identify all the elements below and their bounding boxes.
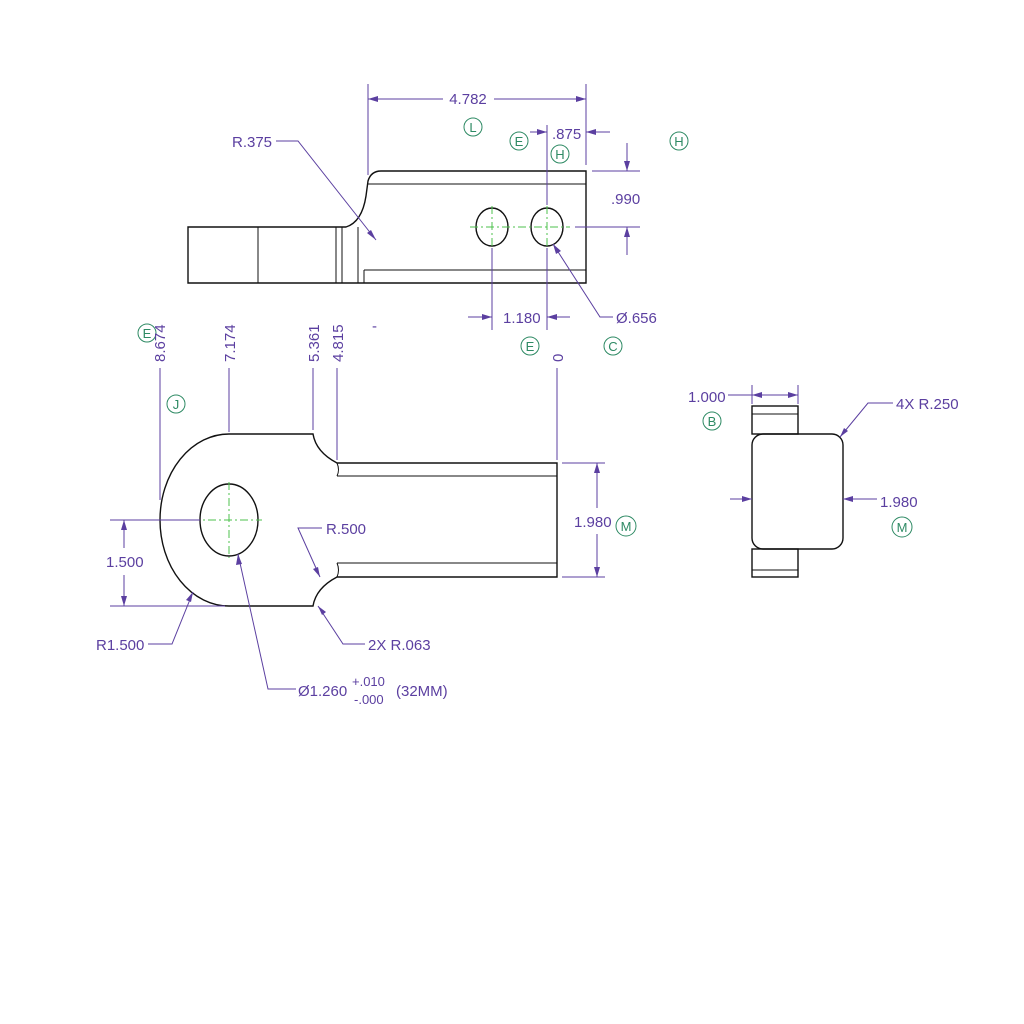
dim-arrow [236,554,242,565]
dim-width: 1.980 [574,514,612,531]
svg-text:B: B [708,414,717,429]
datum-bubble-h: H [550,144,570,164]
dim-arrow [788,392,798,398]
top-view-outline [187,170,587,284]
dim-arrow [121,596,127,606]
ordinate-dim-8674: 8.674 [152,324,169,362]
svg-text:M: M [897,520,908,535]
dim-arrow [368,96,378,102]
dim-arrow [367,230,376,240]
leader-r375 [276,140,377,241]
dim-arrow [752,392,762,398]
leader-r063 [317,605,365,645]
datum-bubble-e: E [520,336,540,356]
datum-bubble-b: B [702,411,722,431]
svg-text:J: J [173,397,180,412]
dim-arrow [843,496,853,502]
datum-bubble-j: J [166,394,186,414]
top-view: 4.782 R.375 .875 .990 1.180 Ø.656 [187,84,657,330]
dim-hole-diameter: Ø.656 [616,310,657,327]
dim-tab-width: 1.000 [688,389,726,406]
svg-text:M: M [621,519,632,534]
dim-corner-radius: 4X R.250 [896,396,959,413]
dim-arrow [121,520,127,530]
svg-text:E: E [143,326,152,341]
ordinate-dim-0: 0 [550,354,567,362]
stray-mark: - [372,318,377,335]
datum-bubble-e: E [509,131,529,151]
datum-bubble-h: H [669,131,689,151]
front-view-slot-fillet-top [336,462,339,477]
dim-arrow [482,314,492,320]
dim-hole-offset: 1.500 [106,554,144,571]
dim-arrow [537,129,547,135]
datum-bubble-e: E [137,323,157,343]
side-view: 1.000 4X R.250 1.980 [688,385,959,578]
dim-fillet-callout: 2X R.063 [368,637,431,654]
leader-bore [237,553,296,690]
dim-hole-spacing: 1.180 [503,310,541,327]
side-view-body [751,433,844,550]
front-view: 1.980 1.500 R.500 R1.500 2X R.063 Ø1.260… [96,433,612,707]
dim-end-radius: R1.500 [96,637,144,654]
dim-fillet-radius: R.375 [232,134,272,151]
leader-r1500 [148,591,194,645]
svg-text:L: L [469,120,476,135]
dim-slot-radius: R.500 [326,521,366,538]
svg-text:H: H [555,147,564,162]
dim-hole-height: .990 [611,191,640,208]
ordinate-dim-4815: 4.815 [330,324,347,362]
dim-arrow [594,567,600,577]
leader-hole-diameter [552,243,613,318]
dim-hole-offset: .875 [552,126,581,143]
dim-arrow [586,129,596,135]
datum-bubble-c: C [603,336,623,356]
dim-bore-diameter: Ø1.260 [298,683,347,700]
dim-arrow [553,244,561,254]
dim-arrow [840,428,848,437]
dim-arrow [186,592,193,602]
ordinate-dim-5361: 5.361 [306,324,323,362]
dim-bore-tol-lower: -.000 [354,692,384,707]
dim-bore-metric: (32MM) [396,683,448,700]
dim-overall-length: 4.782 [449,91,487,108]
ordinate-dim-7174: 7.174 [222,324,239,362]
dim-arrow [318,606,326,615]
leader-r250 [839,402,893,438]
datum-bubble-m: M [615,515,637,537]
dim-arrow [624,227,630,237]
front-view-outline [159,433,558,607]
dim-arrow [624,161,630,171]
datum-bubbles: L E H H E E C J [137,117,913,538]
leader-r500 [297,527,322,578]
dim-side-width: 1.980 [880,494,918,511]
side-view-tab-bottom [751,548,799,578]
side-view-tab-top [751,405,799,435]
dim-arrow [594,463,600,473]
dim-arrow [742,496,752,502]
svg-text:C: C [608,339,617,354]
front-view-slot-fillet-bottom [336,562,339,578]
dim-arrow [576,96,586,102]
svg-text:H: H [674,134,683,149]
dim-arrow [313,567,320,577]
ordinate-dimensions: 8.674 7.174 5.361 4.815 0 [152,324,567,500]
svg-text:E: E [526,339,535,354]
datum-bubble-l: L [463,117,483,137]
datum-bubble-m: M [891,516,913,538]
svg-text:E: E [515,134,524,149]
dim-arrow [547,314,557,320]
dim-bore-tol-upper: +.010 [352,674,385,689]
